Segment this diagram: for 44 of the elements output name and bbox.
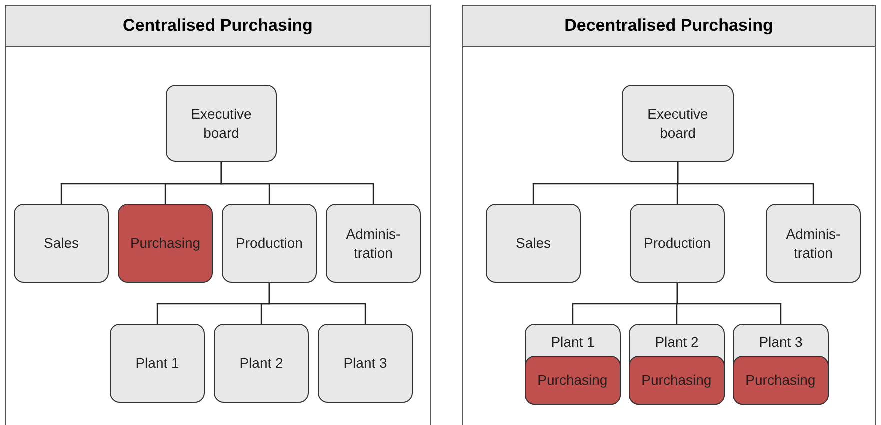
panel xyxy=(5,5,431,425)
box-label: Production xyxy=(643,234,712,253)
org-box xyxy=(733,324,829,405)
box-label: Adminis-tration xyxy=(785,224,842,262)
box-label: Plant 3 xyxy=(758,333,804,352)
org-box xyxy=(166,85,277,162)
box-label: Plant 3 xyxy=(342,354,388,373)
org-connector xyxy=(677,162,814,204)
box-label: Plant 1 xyxy=(134,354,180,373)
org-box xyxy=(110,324,205,403)
purchasing-box xyxy=(732,356,829,405)
org-box xyxy=(14,204,109,283)
box-label: Purchasing xyxy=(744,370,817,390)
org-connector xyxy=(676,283,782,324)
box-label: Executive board xyxy=(190,104,253,142)
box-label: Production xyxy=(235,234,304,253)
panel-heading: Centralised Purchasing xyxy=(6,6,430,47)
org-box xyxy=(766,204,861,283)
org-box xyxy=(318,324,413,403)
org-box xyxy=(629,324,725,405)
box-label: Sales xyxy=(42,234,80,253)
box-label: Purchasing xyxy=(129,234,202,253)
box-label: Plant 2 xyxy=(238,354,284,373)
box-label: Purchasing xyxy=(640,370,713,390)
org-box xyxy=(630,204,725,283)
box-label: Plant 2 xyxy=(654,333,700,352)
org-box xyxy=(622,85,734,162)
box-label: Executive board xyxy=(646,104,710,142)
box-label: Purchasing xyxy=(536,370,609,390)
panel xyxy=(462,5,876,425)
box-label: Sales xyxy=(514,234,552,253)
purchasing-box xyxy=(628,356,725,405)
org-box xyxy=(326,204,421,283)
panel-heading: Decentralised Purchasing xyxy=(463,6,875,47)
org-connector xyxy=(220,162,374,204)
purchasing-box xyxy=(524,356,621,405)
org-box xyxy=(486,204,581,283)
org-box xyxy=(214,324,309,403)
org-box xyxy=(222,204,317,283)
box-label: Plant 1 xyxy=(550,333,596,352)
org-box xyxy=(525,324,621,405)
box-label: Adminis-tration xyxy=(345,224,402,262)
org-connector xyxy=(268,283,366,324)
purchasing-box xyxy=(118,204,213,283)
